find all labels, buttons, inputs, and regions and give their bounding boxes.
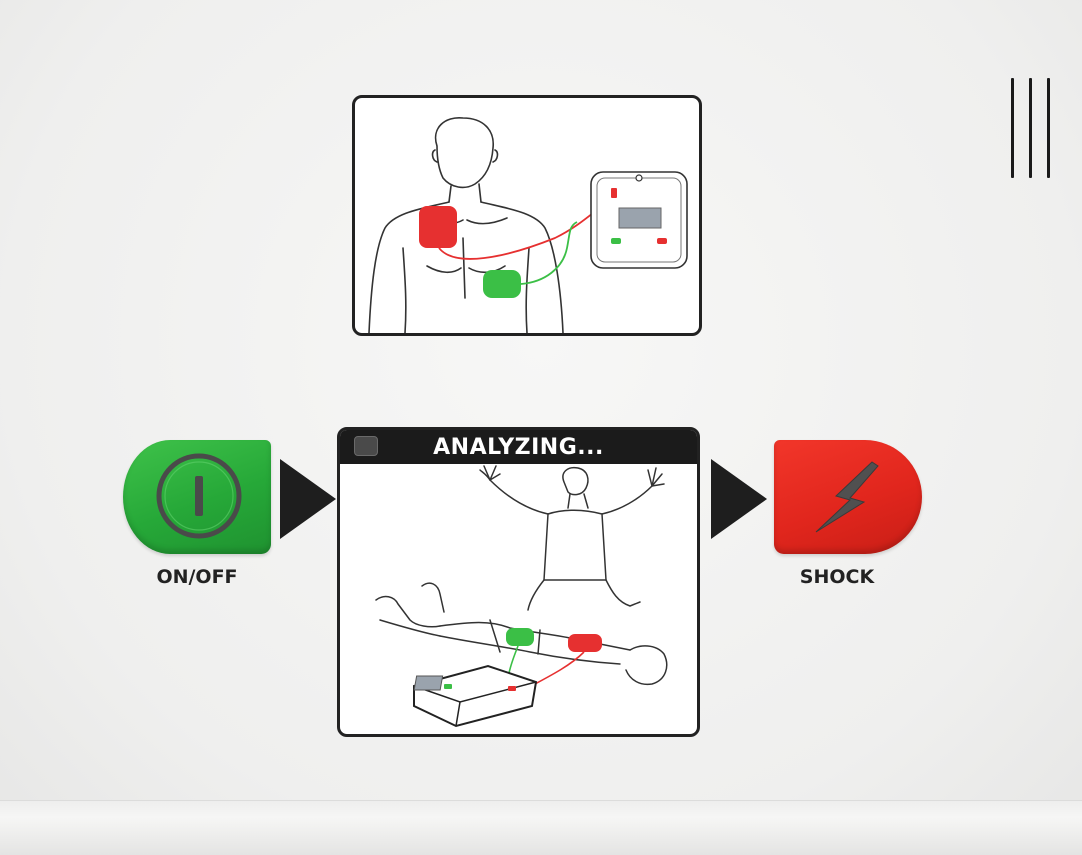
shock-button[interactable] <box>774 440 922 554</box>
on-off-label: ON/OFF <box>156 566 238 588</box>
speaker-vent-slot <box>1011 78 1014 178</box>
speaker-vent-slot <box>1047 78 1050 178</box>
power-icon <box>156 453 242 539</box>
speaker-vent-slot <box>1029 78 1032 178</box>
device-bottom-edge <box>0 800 1082 855</box>
analyzing-scene-illustration <box>375 465 668 728</box>
analyzing-header: ANALYZING... <box>340 430 697 464</box>
pad-placement-illustration-panel <box>352 95 702 336</box>
step-arrow-icon <box>711 459 767 539</box>
analyzing-illustration-panel: ANALYZING... <box>337 427 700 737</box>
pad-placement-illustration <box>368 117 688 333</box>
lightning-bolt-icon <box>815 461 879 533</box>
step-arrow-icon <box>280 459 336 539</box>
shock-label: SHOCK <box>799 566 875 588</box>
status-indicator-light <box>354 436 378 456</box>
on-off-button[interactable] <box>123 440 271 554</box>
